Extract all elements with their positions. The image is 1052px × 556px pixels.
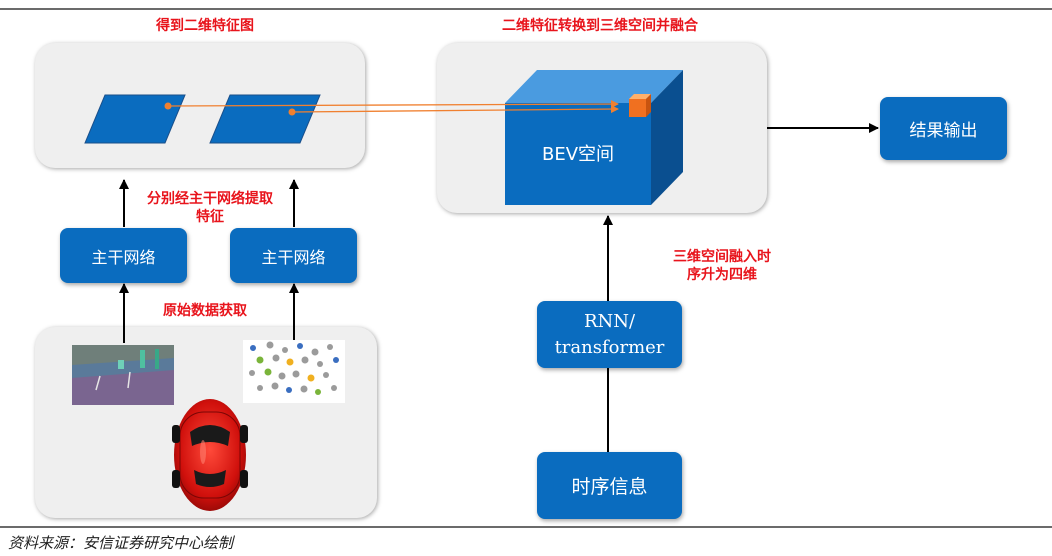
temporal-info-label: 时序信息: [571, 476, 648, 498]
projection-arrow-right: [291, 105, 619, 114]
backbone-network-left: 主干网络: [60, 228, 187, 283]
bottom-rule: [0, 526, 1052, 528]
top-rule: [0, 8, 1052, 10]
result-output-label: 结果输出: [909, 121, 978, 141]
voxel-cube: [629, 99, 646, 117]
bev-cube-front: [505, 103, 651, 205]
feature-map-left: [84, 94, 186, 144]
label-temporal-4d-line2: 序升为四维: [687, 267, 757, 283]
camera-image: [72, 345, 174, 405]
point-cloud-image: [243, 340, 345, 403]
label-extract-features-line2: 特征: [196, 209, 224, 225]
backbone-right-label: 主干网络: [261, 247, 326, 267]
backbone-left-label: 主干网络: [91, 247, 156, 267]
transformer-label: transformer: [554, 336, 665, 358]
backbone-network-right: 主干网络: [230, 228, 357, 283]
source-note: 资料来源：安信证券研究中心绘制: [8, 534, 234, 552]
label-temporal-4d-line1: 三维空间融入时: [673, 249, 771, 265]
label-fuse-3d: 二维特征转换到三维空间并融合: [502, 18, 698, 34]
rnn-transformer-box: RNN/ transformer: [537, 301, 682, 368]
bev-cube-side: [651, 70, 683, 205]
rnn-label: RNN/: [583, 310, 636, 332]
temporal-info-box: 时序信息: [537, 452, 682, 519]
projection-arrow-left: [167, 100, 619, 109]
car-image: [172, 399, 248, 511]
label-raw-data: 原始数据获取: [163, 303, 247, 319]
feature-map-right: [209, 94, 321, 144]
result-output-box: 结果输出: [880, 97, 1007, 160]
bev-space-label: BEV空间: [541, 144, 615, 165]
label-extract-features-line1: 分别经主干网络提取: [147, 191, 273, 207]
label-get-2d-feature-map: 得到二维特征图: [156, 18, 254, 34]
